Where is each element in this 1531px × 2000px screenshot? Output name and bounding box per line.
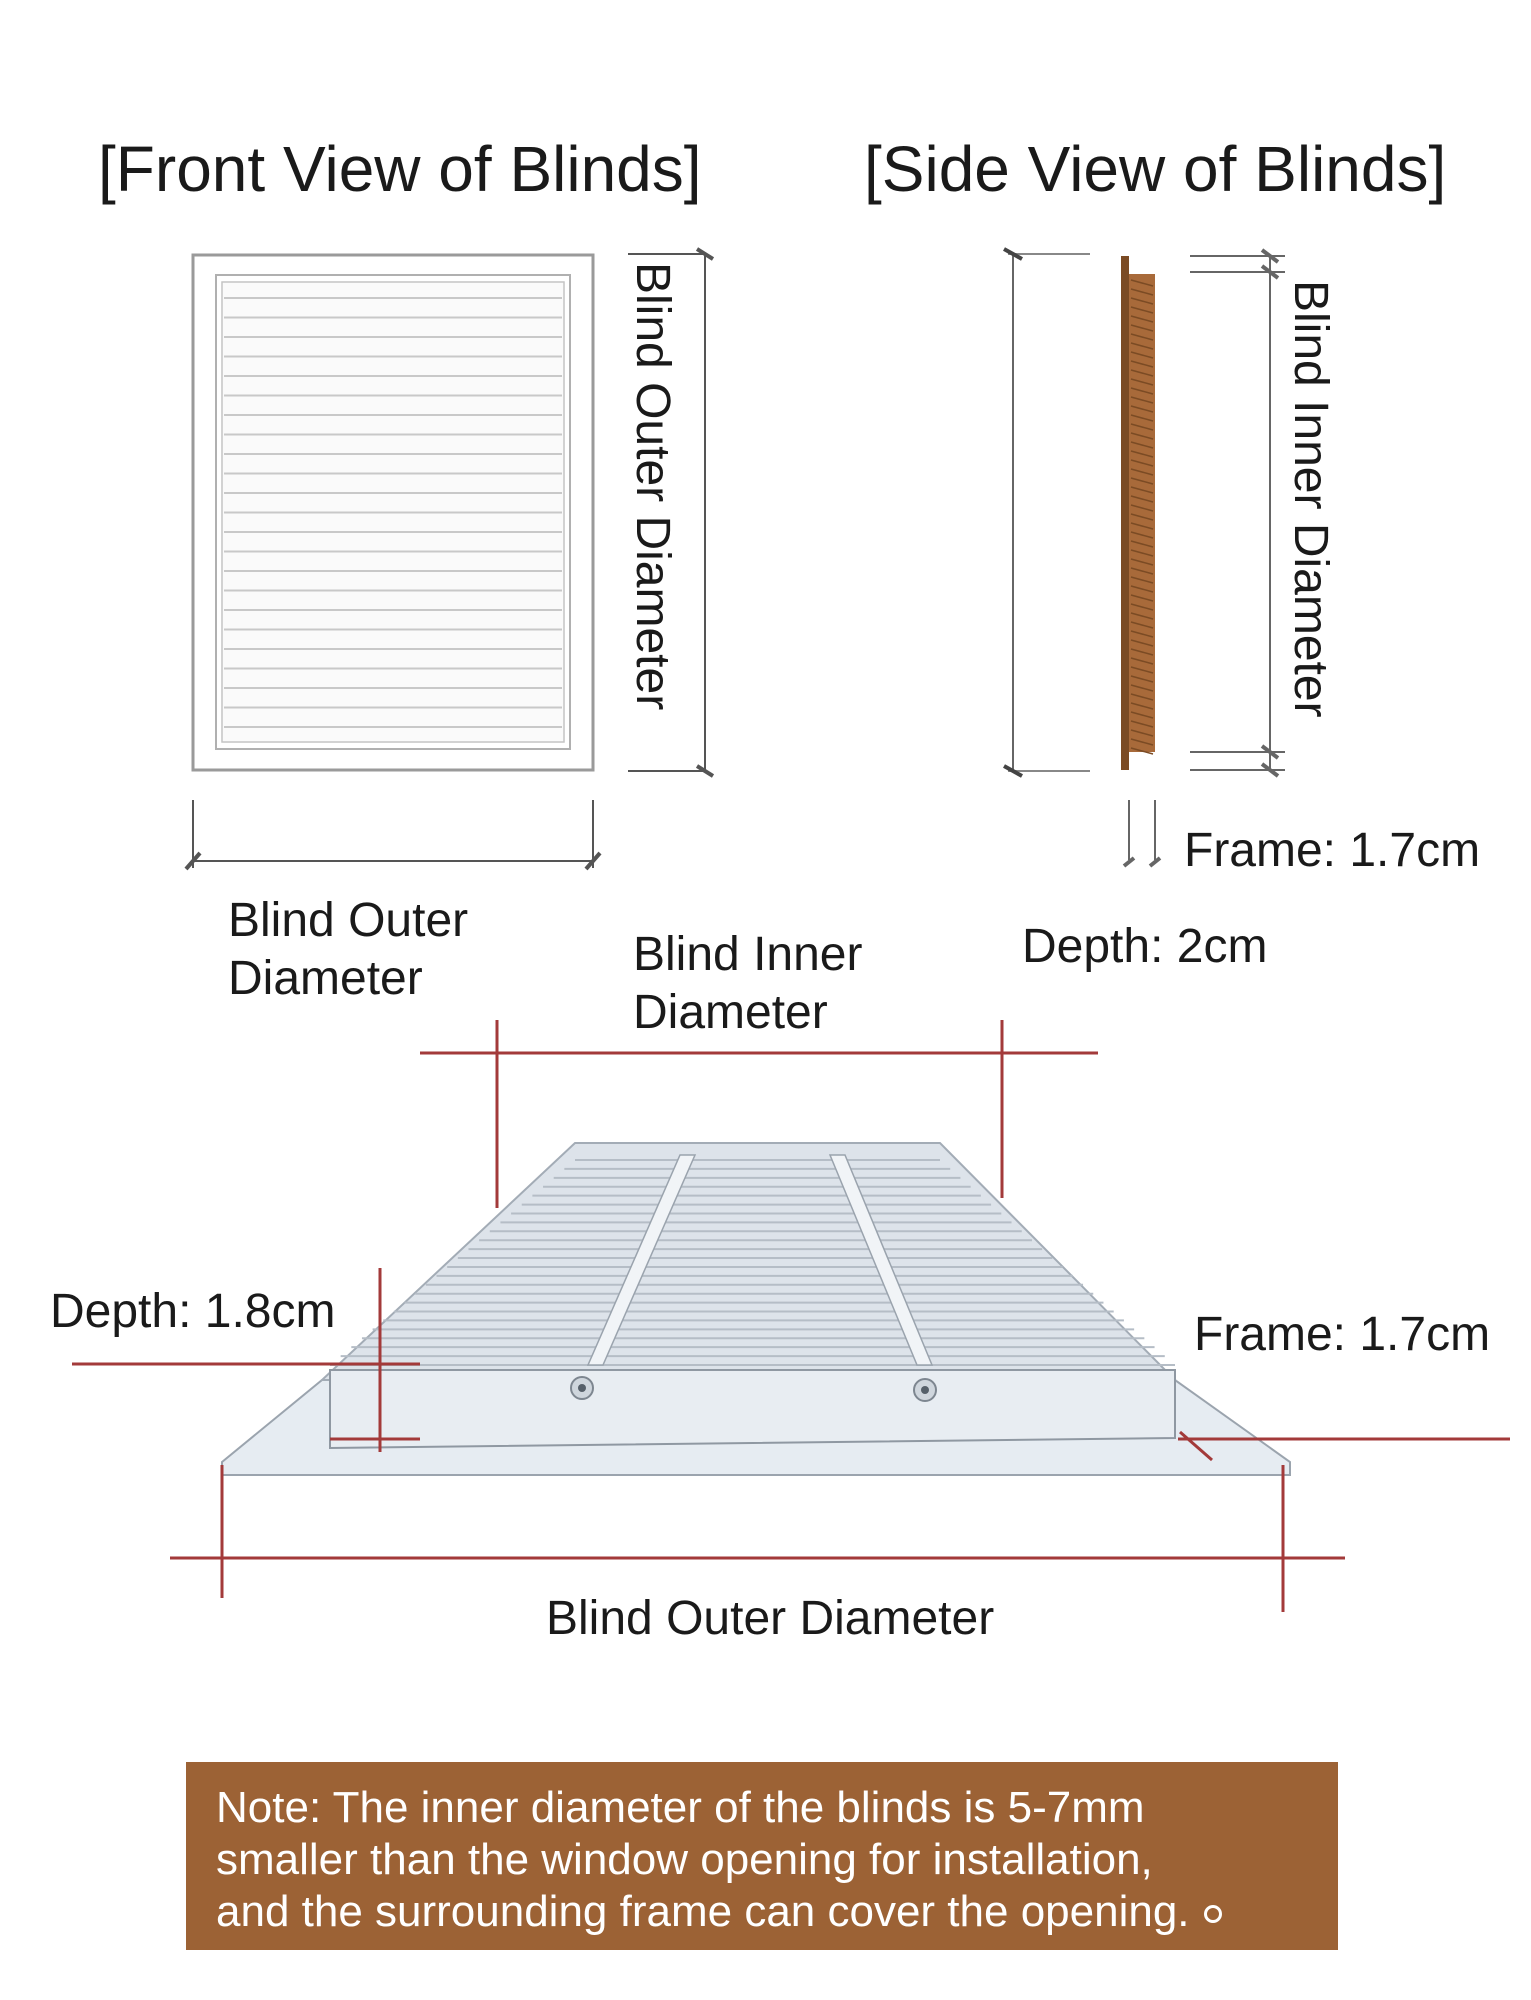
perspective-outer-label: Blind Outer Diameter [546,1592,995,1645]
left-rail [586,1154,697,1366]
side-slat-tick [1130,657,1154,665]
side-slat-tick [1130,567,1154,575]
side-slat-tick [1130,414,1154,422]
note-line-1: Note: The inner diameter of the blinds i… [216,1783,1145,1832]
front-lip [329,1369,1176,1450]
side-slat-tick [1130,324,1154,332]
front-height-label: Blind Outer Diameter [626,262,679,711]
side-slat-tick [1130,387,1154,395]
side-slat-tick [1130,459,1154,467]
side-slat-tick [1130,306,1154,314]
side-slat-tick [1130,495,1154,503]
installation-note: Note: The inner diameter of the blinds i… [186,1762,1338,1950]
front-view-title: [Front View of Blinds] [98,133,702,205]
side-slat-tick [1130,531,1154,539]
perspective-blind [221,1142,1291,1476]
side-slat-tick [1130,747,1154,755]
side-slat-tick [1130,369,1154,377]
side-slat-tick [1130,396,1154,404]
side-slat-tick [1130,288,1154,296]
side-slat-tick [1130,711,1154,719]
front-width-label-line1: Blind Outer [228,894,469,947]
side-slat-tick [1130,279,1154,287]
side-slat-tick [1130,486,1154,494]
front-height-dimension [628,247,715,778]
side-frame-label: Frame: 1.7cm [1184,824,1481,877]
side-slat-tick [1130,378,1154,386]
side-frame-edge [1121,256,1129,770]
side-view-title: [Side View of Blinds] [864,133,1447,205]
side-slat-tick [1130,297,1154,305]
side-slat-tick [1130,621,1154,629]
side-slat-tick [1130,558,1154,566]
side-slat-tick [1130,342,1154,350]
side-slat-tick [1130,513,1154,521]
circle-icon [1203,1905,1222,1924]
note-line-3: and the surrounding frame can cover the … [216,1886,1308,1938]
side-slat-tick [1130,351,1154,359]
side-slat-tick [1130,423,1154,431]
side-slat-tick [1130,540,1154,548]
side-slat-tick [1130,738,1154,746]
note-line-2: smaller than the window opening for inst… [216,1835,1153,1884]
front-width-label: Blind Outer Diameter [228,892,468,1008]
side-slat-tick [1130,504,1154,512]
side-slat-tick [1130,675,1154,683]
side-slat-tick [1130,666,1154,674]
side-slat-tick [1130,522,1154,530]
side-slat-tick [1130,477,1154,485]
side-slat-tick [1130,360,1154,368]
side-slat-tick [1130,441,1154,449]
side-slat-tick [1130,405,1154,413]
perspective-depth-label: Depth: 1.8cm [50,1285,336,1338]
side-slat-tick [1130,315,1154,323]
side-slat-tick [1130,450,1154,458]
right-rail [828,1154,934,1366]
red-dimension-lines [72,1020,1510,1612]
perspective-frame-label: Frame: 1.7cm [1194,1308,1491,1361]
front-width-dimension [184,800,602,871]
side-slat-tick [1130,729,1154,737]
side-height-dimension [1190,248,1285,778]
side-slat-tick [1130,468,1154,476]
note-line-3-text: and the surrounding frame can cover the … [216,1887,1190,1936]
side-depth-label: Depth: 2cm [1022,920,1268,973]
front-slats [224,297,562,728]
side-height-label: Blind Inner Diameter [1284,280,1337,718]
side-slat-tick [1130,594,1154,602]
side-slat-tick [1130,333,1154,341]
side-slat-tick [1130,576,1154,584]
side-slat-tick [1130,432,1154,440]
side-slat-tick [1130,612,1154,620]
inner-label-line1: Blind Inner [633,928,863,981]
side-slat-tick [1130,693,1154,701]
side-frame-dimension [1122,800,1162,868]
side-view-blind [1003,247,1155,778]
side-slat-tick [1130,585,1154,593]
side-slat-tick [1130,720,1154,728]
side-slat-tick [1130,648,1154,656]
inner-label-line2: Diameter [633,986,828,1039]
side-slat-tick [1130,603,1154,611]
inner-diameter-label: Blind Inner Diameter [633,926,862,1042]
side-slat-tick [1130,684,1154,692]
side-slat-tick [1130,630,1154,638]
front-view-blind [191,253,595,772]
side-slat-tick [1130,702,1154,710]
side-slat-tick [1130,549,1154,557]
side-slat-tick [1130,639,1154,647]
front-width-label-line2: Diameter [228,952,423,1005]
